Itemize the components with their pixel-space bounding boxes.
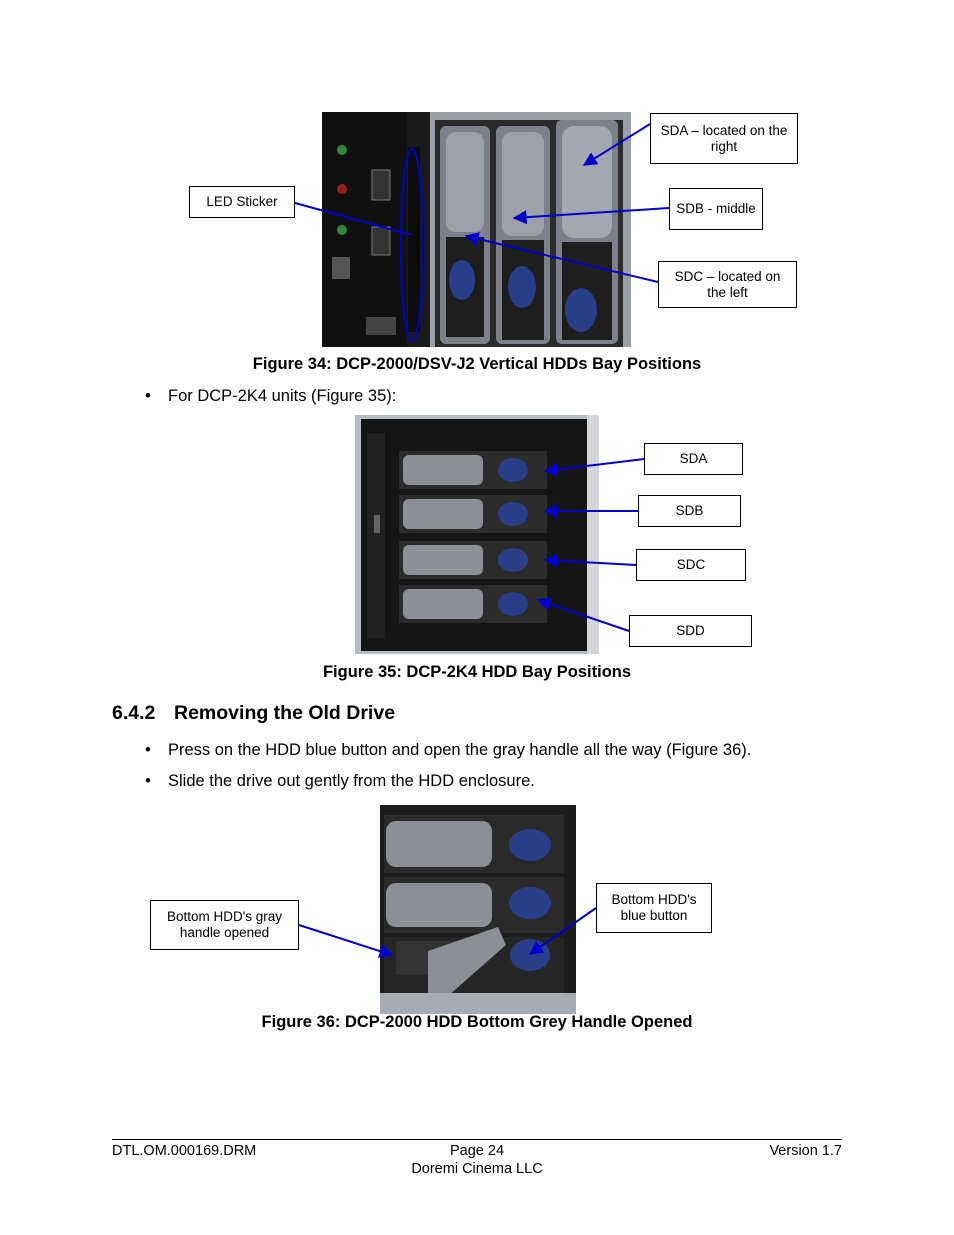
figure-35-photo (355, 415, 599, 654)
drive-sdb (399, 495, 547, 533)
vertical-hdd-bay-image (322, 112, 631, 347)
callout-sdc-left: SDC – located on the left (658, 261, 797, 308)
figure-34-caption: Figure 34: DCP-2000/DSV-J2 Vertical HDDs… (252, 355, 702, 373)
section-number: 6.4.2 (112, 702, 156, 724)
callout-blue-button: Bottom HDD's blue button (596, 883, 712, 933)
open-handle-image (380, 805, 576, 1014)
callout-sdd: SDD (629, 615, 752, 647)
drive-sda (399, 451, 547, 489)
callout-sdb: SDB (638, 495, 741, 527)
callout-sda-right: SDA – located on the right (650, 113, 798, 164)
bullet-text: Slide the drive out gently from the HDD … (168, 772, 535, 790)
footer-company: Doremi Cinema LLC (411, 1161, 543, 1177)
footer-divider (112, 1139, 842, 1140)
footer-version: Version 1.7 (769, 1143, 842, 1159)
bullet-icon: • (145, 387, 151, 405)
callout-led-sticker: LED Sticker (189, 186, 295, 218)
drive-sdc (399, 541, 547, 579)
bullet-icon: • (145, 741, 151, 759)
bullet-icon: • (145, 772, 151, 790)
figure-36-photo (380, 805, 576, 1014)
callout-sda: SDA (644, 443, 743, 475)
callout-gray-handle-opened: Bottom HDD's gray handle opened (150, 900, 299, 950)
section-title: Removing the Old Drive (174, 702, 396, 724)
callout-sdb-middle: SDB - middle (669, 188, 763, 230)
bullet-text: Press on the HDD blue button and open th… (168, 741, 752, 759)
figure-35-caption: Figure 35: DCP-2K4 HDD Bay Positions (322, 663, 632, 681)
arrow-gray-handle (298, 924, 394, 958)
bullet-text: For DCP-2K4 units (Figure 35): (168, 387, 397, 405)
footer-page-number: Page 24 (449, 1143, 505, 1159)
drive-sdd (399, 585, 547, 623)
footer-doc-id: DTL.OM.000169.DRM (112, 1143, 257, 1159)
figure-34-photo (322, 112, 631, 347)
section-heading: 6.4.2 Removing the Old Drive (112, 702, 395, 725)
figure-36-caption: Figure 36: DCP-2000 HDD Bottom Grey Hand… (261, 1013, 693, 1031)
dcp-2k4-bay-image (355, 415, 599, 654)
callout-sdc: SDC (636, 549, 746, 581)
